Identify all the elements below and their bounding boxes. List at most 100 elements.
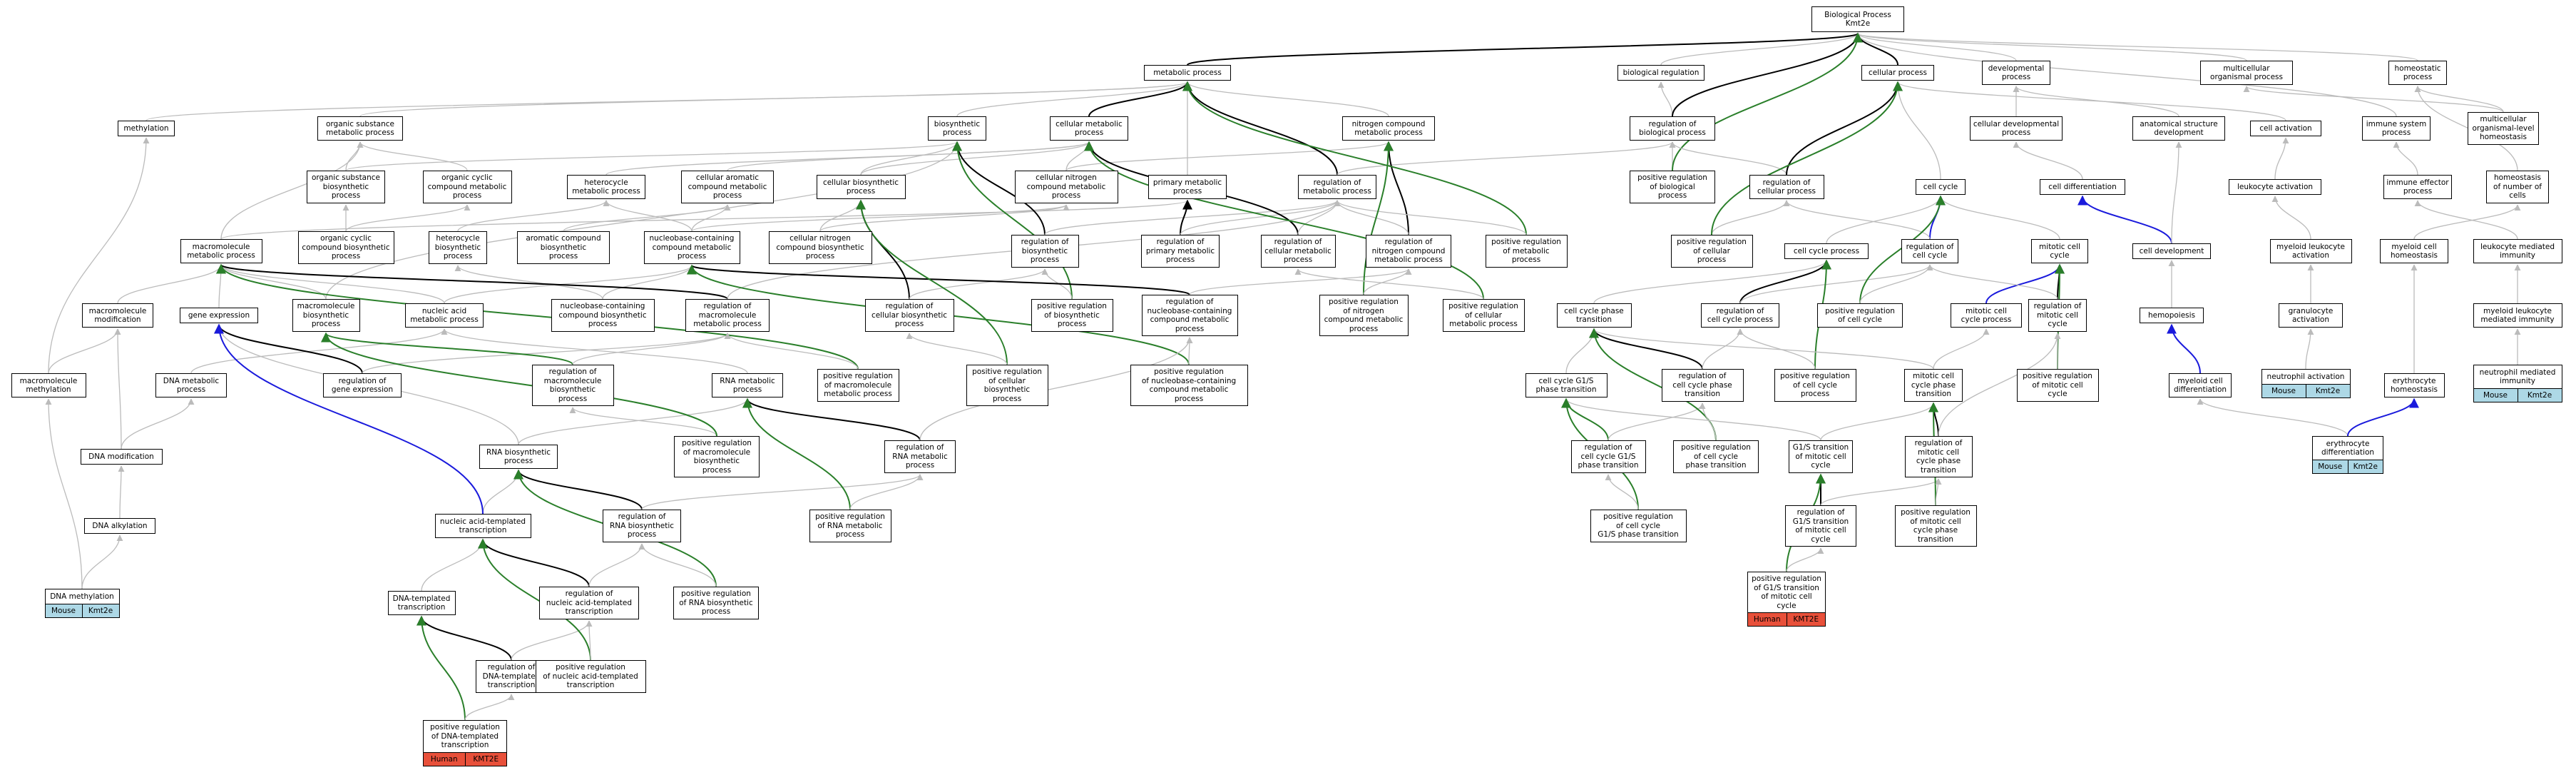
go-term-myeloiddiff[interactable]: myeloid cell differentiation — [2169, 373, 2232, 397]
go-term-regcellmet[interactable]: regulation of cellular metabolic process — [1260, 235, 1336, 268]
go-term-cellmet[interactable]: cellular metabolic process — [1050, 116, 1128, 141]
go-term-nitromet[interactable]: nitrogen compound metabolic process — [1342, 116, 1435, 141]
go-term-posregmacrobio[interactable]: positive regulation of macromolecule bio… — [674, 436, 760, 477]
go-term-macromethyl[interactable]: macromolecule methylation — [11, 373, 86, 397]
go-term-ccg1s[interactable]: cell cycle G1/S phase transition — [1525, 373, 1608, 397]
go-term-multi[interactable]: multicellular organismal process — [2200, 61, 2293, 85]
go-term-reggene[interactable]: regulation of gene expression — [323, 373, 402, 397]
go-term-regccproc[interactable]: regulation of cell cycle process — [1701, 303, 1779, 328]
go-term-ccphase[interactable]: cell cycle phase transition — [1556, 303, 1632, 328]
go-term-nucacidtrans[interactable]: nucleic acid-templated transcription — [434, 514, 531, 538]
go-term-cellarom[interactable]: cellular aromatic compound metabolic pro… — [681, 171, 774, 203]
go-term-myeloidhomeo[interactable]: myeloid cell homeostasis — [2380, 239, 2448, 263]
go-term-dnamet[interactable]: DNA metabolic process — [155, 373, 227, 397]
go-term-mitcc[interactable]: mitotic cell cycle — [2031, 239, 2088, 263]
go-term-neutimm[interactable]: neutrophil mediated immunity — [2473, 365, 2562, 389]
go-term-posregnucbase[interactable]: positive regulation of nucleobase-contai… — [1130, 365, 1248, 406]
go-term-cellular[interactable]: cellular process — [1861, 65, 1934, 81]
go-term-homeonum[interactable]: homeostasis of number of cells — [2486, 171, 2549, 203]
go-term-hetbio[interactable]: heterocycle biosynthetic process — [429, 231, 487, 264]
go-term-homeo[interactable]: homeostatic process — [2388, 61, 2447, 85]
go-term-orgcyc[interactable]: organic cyclic compound metabolic proces… — [422, 171, 512, 203]
go-term-immune[interactable]: immune system process — [2362, 116, 2431, 141]
go-term-myeloidimm[interactable]: myeloid leukocyte mediated immunity — [2473, 303, 2562, 328]
go-term-posregcellbio[interactable]: positive regulation of cellular biosynth… — [966, 365, 1048, 406]
go-term-g1smit[interactable]: G1/S transition of mitotic cell cycle — [1789, 440, 1853, 473]
go-term-regccg1s[interactable]: regulation of cell cycle G1/S phase tran… — [1570, 440, 1646, 473]
go-term-multihomeo[interactable]: multicellular organismal-level homeostas… — [2468, 112, 2539, 145]
go-term-regnucbase[interactable]: regulation of nucleobase-containing comp… — [1141, 295, 1238, 336]
go-term-orgcycbio[interactable]: organic cyclic compound biosynthetic pro… — [297, 231, 394, 264]
go-term-regmitcc[interactable]: regulation of mitotic cell cycle — [2028, 299, 2087, 332]
go-term-regmitccphase[interactable]: regulation of mitotic cell cycle phase t… — [1904, 436, 1973, 477]
go-term-regccphase[interactable]: regulation of cell cycle phase transitio… — [1661, 369, 1744, 402]
go-term-erythhomeo[interactable]: erythrocyte homeostasis — [2383, 373, 2445, 397]
go-term-regbio[interactable]: regulation of biological process — [1630, 116, 1715, 141]
go-term-dnatrans[interactable]: DNA-templated transcription — [387, 591, 456, 615]
go-term-dnamethyl[interactable]: DNA methylation — [44, 589, 120, 604]
go-term-orgsubbio[interactable]: organic substance biosynthetic process — [307, 171, 385, 203]
go-term-regcell[interactable]: regulation of cellular process — [1749, 175, 1824, 199]
go-term-posregrnamet[interactable]: positive regulation of RNA metabolic pro… — [809, 510, 891, 542]
go-term-aromcomp[interactable]: aromatic compound biosynthetic process — [517, 231, 610, 264]
go-term-posregnitro[interactable]: positive regulation of nitrogen compound… — [1319, 295, 1409, 336]
go-term-regg1smit[interactable]: regulation of G1/S transition of mitotic… — [1785, 505, 1856, 547]
go-term-regmet[interactable]: regulation of metabolic process — [1298, 175, 1376, 199]
go-term-ccproc[interactable]: cell cycle process — [1784, 243, 1869, 259]
go-term-nucbasebio[interactable]: nucleobase-containing compound biosynthe… — [551, 299, 655, 332]
go-term-regnucacidtrans[interactable]: regulation of nucleic acid-templated tra… — [539, 587, 639, 619]
go-term-mitccphase[interactable]: mitotic cell cycle phase transition — [1904, 369, 1963, 402]
go-term-hetmet[interactable]: heterocycle metabolic process — [567, 175, 645, 199]
go-term-myeloidleuk[interactable]: myeloid leukocyte activation — [2269, 239, 2352, 263]
go-term-posregbiosynth[interactable]: positive regulation of biosynthetic proc… — [1031, 299, 1113, 332]
go-term-erythdiff[interactable]: erythrocyte differentiation — [2312, 436, 2383, 460]
go-term-dnamod[interactable]: DNA modification — [80, 449, 163, 465]
go-term-posregmitccphase[interactable]: positive regulation of mitotic cell cycl… — [1894, 505, 1977, 547]
go-term-metabolic[interactable]: metabolic process — [1144, 65, 1231, 81]
go-term-posregg1smit[interactable]: positive regulation of G1/S transition o… — [1747, 572, 1826, 613]
go-term-methylation[interactable]: methylation — [118, 121, 175, 136]
go-term-rnabio[interactable]: RNA biosynthetic process — [479, 445, 558, 469]
go-term-orgsubmet[interactable]: organic substance metabolic process — [317, 116, 403, 141]
go-term-posregcellmet[interactable]: positive regulation of cellular metaboli… — [1442, 299, 1525, 332]
go-term-regdnatrans[interactable]: regulation of DNA-templated transcriptio… — [476, 660, 547, 693]
go-term-regnitro[interactable]: regulation of nitrogen compound metaboli… — [1366, 235, 1451, 268]
go-term-cellbio[interactable]: cellular biosynthetic process — [816, 175, 906, 199]
go-term-regrnabio[interactable]: regulation of RNA biosynthetic process — [603, 510, 681, 542]
go-term-regrnamet[interactable]: regulation of RNA metabolic process — [884, 440, 956, 473]
go-term-nucacid[interactable]: nucleic acid metabolic process — [405, 303, 484, 328]
go-term-leukimm[interactable]: leukocyte mediated immunity — [2473, 239, 2562, 263]
go-term-regmacromet[interactable]: regulation of macromolecule metabolic pr… — [685, 299, 770, 332]
go-term-posregmitcc[interactable]: positive regulation of mitotic cell cycl… — [2016, 369, 2099, 402]
go-term-biosynth[interactable]: biosynthetic process — [928, 116, 986, 141]
go-term-leukact[interactable]: leukocyte activation — [2229, 179, 2321, 195]
go-term-dev[interactable]: developmental process — [1982, 61, 2050, 85]
go-term-regcc[interactable]: regulation of cell cycle — [1901, 239, 1958, 263]
go-term-posregcc[interactable]: positive regulation of cell cycle — [1817, 303, 1903, 328]
go-term-primmet[interactable]: primary metabolic process — [1148, 175, 1227, 199]
go-term-bp[interactable]: Biological Process Kmt2e — [1811, 6, 1904, 32]
go-term-celldiff[interactable]: cell differentiation — [2040, 179, 2125, 195]
go-term-posregccphase[interactable]: positive regulation of cell cycle phase … — [1673, 440, 1759, 473]
go-term-posregmacromet[interactable]: positive regulation of macromolecule met… — [817, 369, 899, 402]
go-term-posregccg1s[interactable]: positive regulation of cell cycle G1/S p… — [1590, 510, 1687, 542]
go-term-hemopoiesis[interactable]: hemopoiesis — [2140, 308, 2204, 323]
go-term-macromet[interactable]: macromolecule metabolic process — [180, 239, 262, 263]
go-term-granulo[interactable]: granulocyte activation — [2279, 303, 2343, 328]
go-term-macromod[interactable]: macromolecule modification — [82, 303, 153, 328]
go-term-posregcell[interactable]: positive regulation of cellular process — [1670, 235, 1753, 268]
go-term-celldevel[interactable]: cell development — [2132, 243, 2211, 259]
go-term-posregdnatrans[interactable]: positive regulation of DNA-templated tra… — [423, 720, 507, 753]
go-term-dnaalk[interactable]: DNA alkylation — [84, 518, 155, 534]
go-term-regmacrobio[interactable]: regulation of macromolecule biosynthetic… — [531, 365, 614, 406]
go-term-cellnitro[interactable]: cellular nitrogen compound metabolic pro… — [1014, 171, 1118, 203]
go-term-rnamet[interactable]: RNA metabolic process — [712, 373, 783, 397]
go-term-regcellbio[interactable]: regulation of cellular biosynthetic proc… — [864, 299, 954, 332]
go-term-mitccproc[interactable]: mitotic cell cycle process — [1951, 303, 2022, 328]
go-term-cellnitrobio[interactable]: cellular nitrogen compound biosynthetic … — [768, 231, 872, 264]
go-term-macrobio[interactable]: macromolecule biosynthetic process — [292, 299, 360, 332]
go-term-immeff[interactable]: immune effector process — [2383, 175, 2452, 199]
go-term-bioreg[interactable]: biological regulation — [1617, 65, 1704, 81]
go-term-cellact[interactable]: cell activation — [2250, 121, 2321, 136]
go-term-posregrnabio[interactable]: positive regulation of RNA biosynthetic … — [673, 587, 759, 619]
